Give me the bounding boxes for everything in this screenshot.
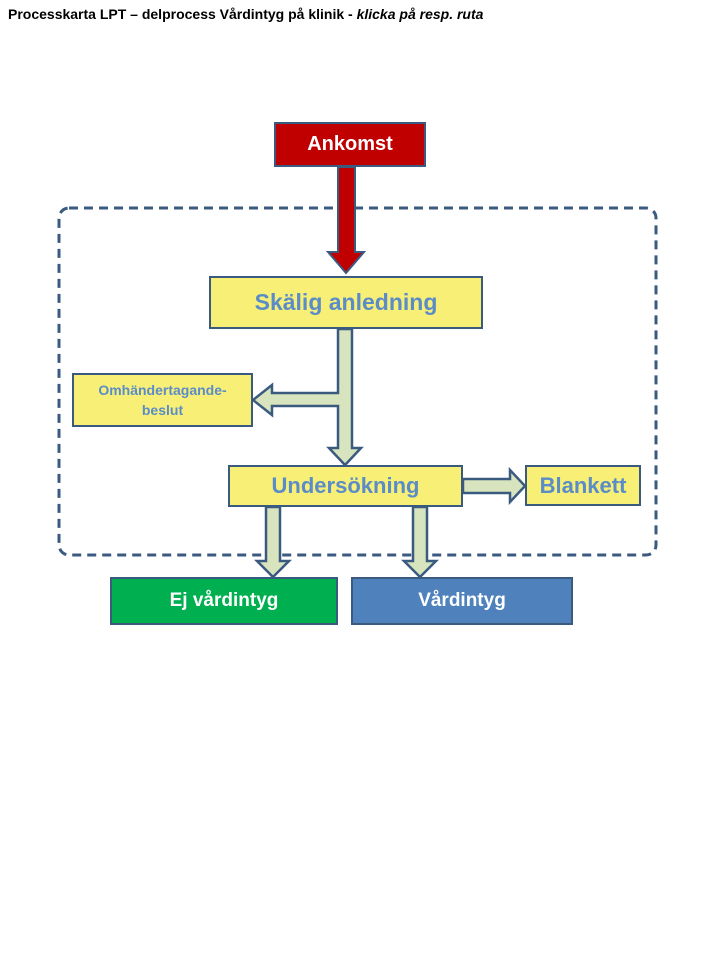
page-title-instruction: klicka på resp. ruta [356,6,484,22]
vardintyg-label: Vårdintyg [418,590,506,611]
page-title-main: Processkarta LPT – delprocess Vårdintyg … [8,6,357,22]
omhandertagande-label-line1: Omhändertagande- [98,382,227,398]
ej-vardintyg-box[interactable]: Ej vårdintyg [110,577,338,625]
arrow-unders-to-vardintyg [400,505,440,579]
ankomst-box[interactable]: Ankomst [274,122,426,167]
page-title: Processkarta LPT – delprocess Vårdintyg … [8,6,483,22]
ej-vardintyg-label: Ej vårdintyg [169,590,279,611]
vardintyg-box[interactable]: Vårdintyg [351,577,573,625]
clinic-boundary [57,206,658,557]
arrow-unders-to-blankett [461,466,527,506]
blankett-box[interactable]: Blankett [525,465,641,506]
omhandertagande-label-line2: beslut [141,402,184,418]
blankett-label: Blankett [539,472,627,498]
undersokning-box[interactable]: Undersökning [228,465,463,507]
arrow-unders-to-ej-vardintyg [253,505,293,579]
ankomst-label: Ankomst [307,133,393,155]
arrow-ankomst-to-skalig [325,166,367,275]
undersokning-label: Undersökning [271,473,420,498]
skalig-anledning-box[interactable]: Skälig anledning [209,276,483,329]
omhandertagandebeslut-box[interactable]: Omhändertagande- beslut [72,373,253,427]
arrow-skalig-branch [250,327,364,467]
skalig-anledning-label: Skälig anledning [254,289,438,315]
